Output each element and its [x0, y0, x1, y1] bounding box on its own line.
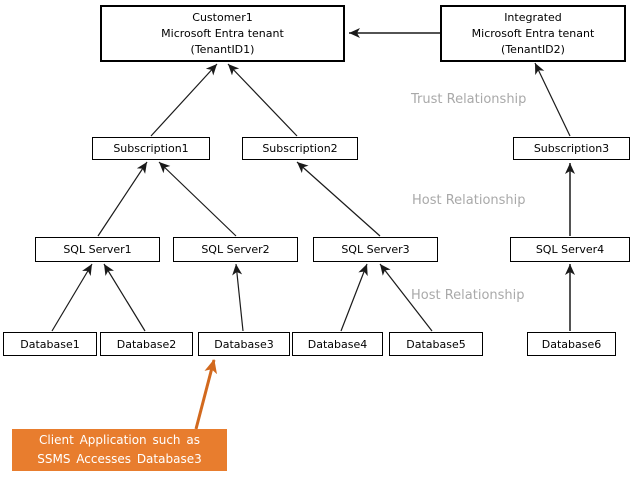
sql-server2-label: SQL Server2 — [201, 243, 270, 256]
customer1-tenant-line3: (TenantID1) — [190, 42, 255, 56]
arrow-sql1-sub1 — [97, 161, 148, 237]
node-sql-server1: SQL Server1 — [35, 237, 160, 262]
node-sql-server2: SQL Server2 — [173, 237, 298, 262]
database6-label: Database6 — [541, 337, 602, 351]
node-subscription2: Subscription2 — [242, 137, 358, 160]
customer1-tenant-line1: Customer1 — [192, 10, 253, 24]
integrated-tenant-line3: (TenantID2) — [501, 42, 565, 56]
customer1-tenant-line2: Microsoft Entra tenant — [161, 26, 284, 40]
arrow-sub2-customer — [227, 63, 298, 137]
arrow-sql3-sub2 — [296, 161, 381, 237]
trust-relationship-label: Trust Relationship — [411, 92, 527, 107]
node-customer1-tenant: Customer1 Microsoft Entra tenant (Tenant… — [100, 5, 345, 62]
node-integrated-tenant: Integrated Microsoft Entra tenant (Tenan… — [440, 5, 626, 62]
arrow-db4-sql3 — [340, 263, 368, 332]
node-database3: Database3 — [198, 332, 290, 356]
node-sql-server3: SQL Server3 — [313, 237, 438, 262]
client-application-note-line1: Client Application such as — [39, 433, 200, 447]
node-database2: Database2 — [100, 332, 193, 356]
client-application-note: Client Application such as SSMS Accesses… — [12, 429, 227, 471]
node-subscription3: Subscription3 — [513, 137, 630, 160]
database2-label: Database2 — [116, 337, 177, 351]
arrow-sql2-sub1 — [158, 161, 237, 237]
arrow-db3-sql2 — [232, 263, 244, 332]
subscription2-label: Subscription2 — [262, 142, 338, 155]
client-application-note-line2: SSMS Accesses Database3 — [37, 452, 202, 466]
node-database5: Database5 — [389, 332, 483, 356]
integrated-tenant-line2: Microsoft Entra tenant — [471, 26, 595, 40]
node-database6: Database6 — [527, 332, 616, 356]
host-relationship-label-upper: Host Relationship — [412, 193, 526, 208]
subscription3-label: Subscription3 — [533, 142, 610, 155]
arrow-client-db3 — [194, 359, 218, 430]
sql-server3-label: SQL Server3 — [341, 243, 410, 256]
node-subscription1: Subscription1 — [92, 137, 210, 160]
sql-server1-label: SQL Server1 — [63, 243, 132, 256]
node-database4: Database4 — [292, 332, 383, 356]
arrow-sub3-integrated — [534, 62, 571, 137]
subscription1-label: Subscription1 — [113, 142, 189, 155]
arrow-sub1-customer — [150, 63, 218, 137]
arrow-db1-sql1 — [51, 263, 93, 332]
host-relationship-label-lower: Host Relationship — [411, 288, 525, 303]
database5-label: Database5 — [406, 337, 466, 351]
database1-label: Database1 — [20, 337, 80, 351]
integrated-tenant-line1: Integrated — [504, 10, 562, 24]
database4-label: Database4 — [307, 337, 368, 351]
node-database1: Database1 — [3, 332, 97, 356]
database3-label: Database3 — [214, 337, 274, 351]
arrow-db2-sql1 — [103, 263, 146, 332]
sql-server4-label: SQL Server4 — [535, 243, 605, 256]
node-sql-server4: SQL Server4 — [510, 237, 630, 262]
